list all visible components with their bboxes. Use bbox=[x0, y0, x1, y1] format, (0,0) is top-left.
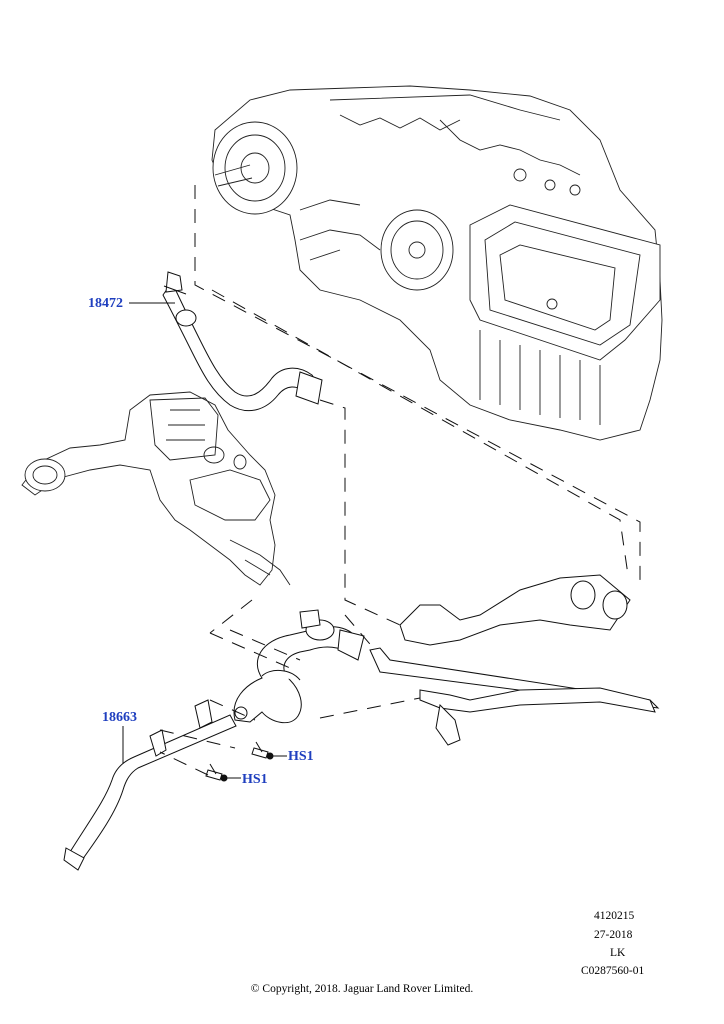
engine-component-drawing bbox=[21, 391, 291, 586]
figure-code: C0287560-01 bbox=[581, 965, 645, 977]
callout-18472: 18472 bbox=[88, 296, 123, 311]
copyright-notice: © Copyright, 2018. Jaguar Land Rover Lim… bbox=[250, 983, 474, 995]
leader-lines bbox=[122, 302, 287, 779]
illustration-number: 4120215 bbox=[594, 910, 635, 922]
illustration-date: 27-2018 bbox=[594, 929, 633, 941]
hvac-unit-drawing bbox=[211, 85, 663, 441]
hose-18663-drawing bbox=[63, 574, 660, 871]
assembly-dashed-lines bbox=[159, 185, 641, 776]
callout-hs1-lower: HS1 bbox=[242, 772, 268, 787]
hose-18472-drawing bbox=[162, 271, 323, 412]
illustrator-initials: LK bbox=[610, 947, 626, 959]
callout-18663: 18663 bbox=[102, 710, 137, 725]
callout-hs1-upper: HS1 bbox=[288, 749, 314, 764]
